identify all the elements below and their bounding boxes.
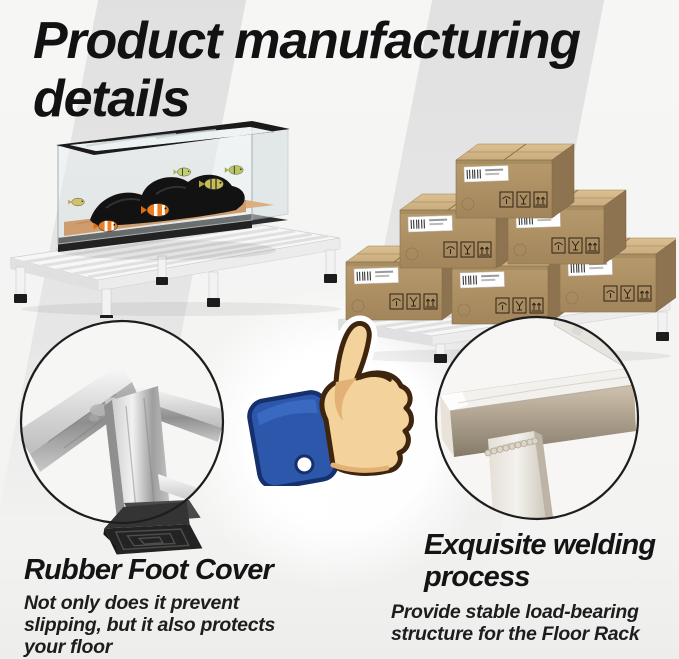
rubber-foot-detail-circle [19, 319, 225, 555]
rack-legs [14, 249, 337, 318]
left-callout-heading: Rubber Foot Cover [24, 554, 274, 586]
box-stack [345, 143, 676, 325]
left-callout-body: Not only does it prevent slipping, but i… [24, 592, 276, 659]
page-title: Product manufacturing details [33, 12, 581, 129]
thumbs-up-icon [241, 315, 416, 486]
aquarium [56, 121, 290, 260]
right-callout-body: Provide stable load-bearing structure fo… [391, 601, 640, 646]
tank-rim [56, 121, 290, 155]
floor-rack [9, 221, 341, 318]
welding-detail-circle [434, 315, 640, 521]
aquarium-rack-photo [9, 121, 341, 318]
right-callout-heading: Exquisite welding process [424, 529, 656, 593]
rubber-foot-cover [103, 499, 203, 555]
fish [68, 165, 244, 232]
rocks [90, 174, 245, 226]
weld-bead [484, 437, 539, 457]
